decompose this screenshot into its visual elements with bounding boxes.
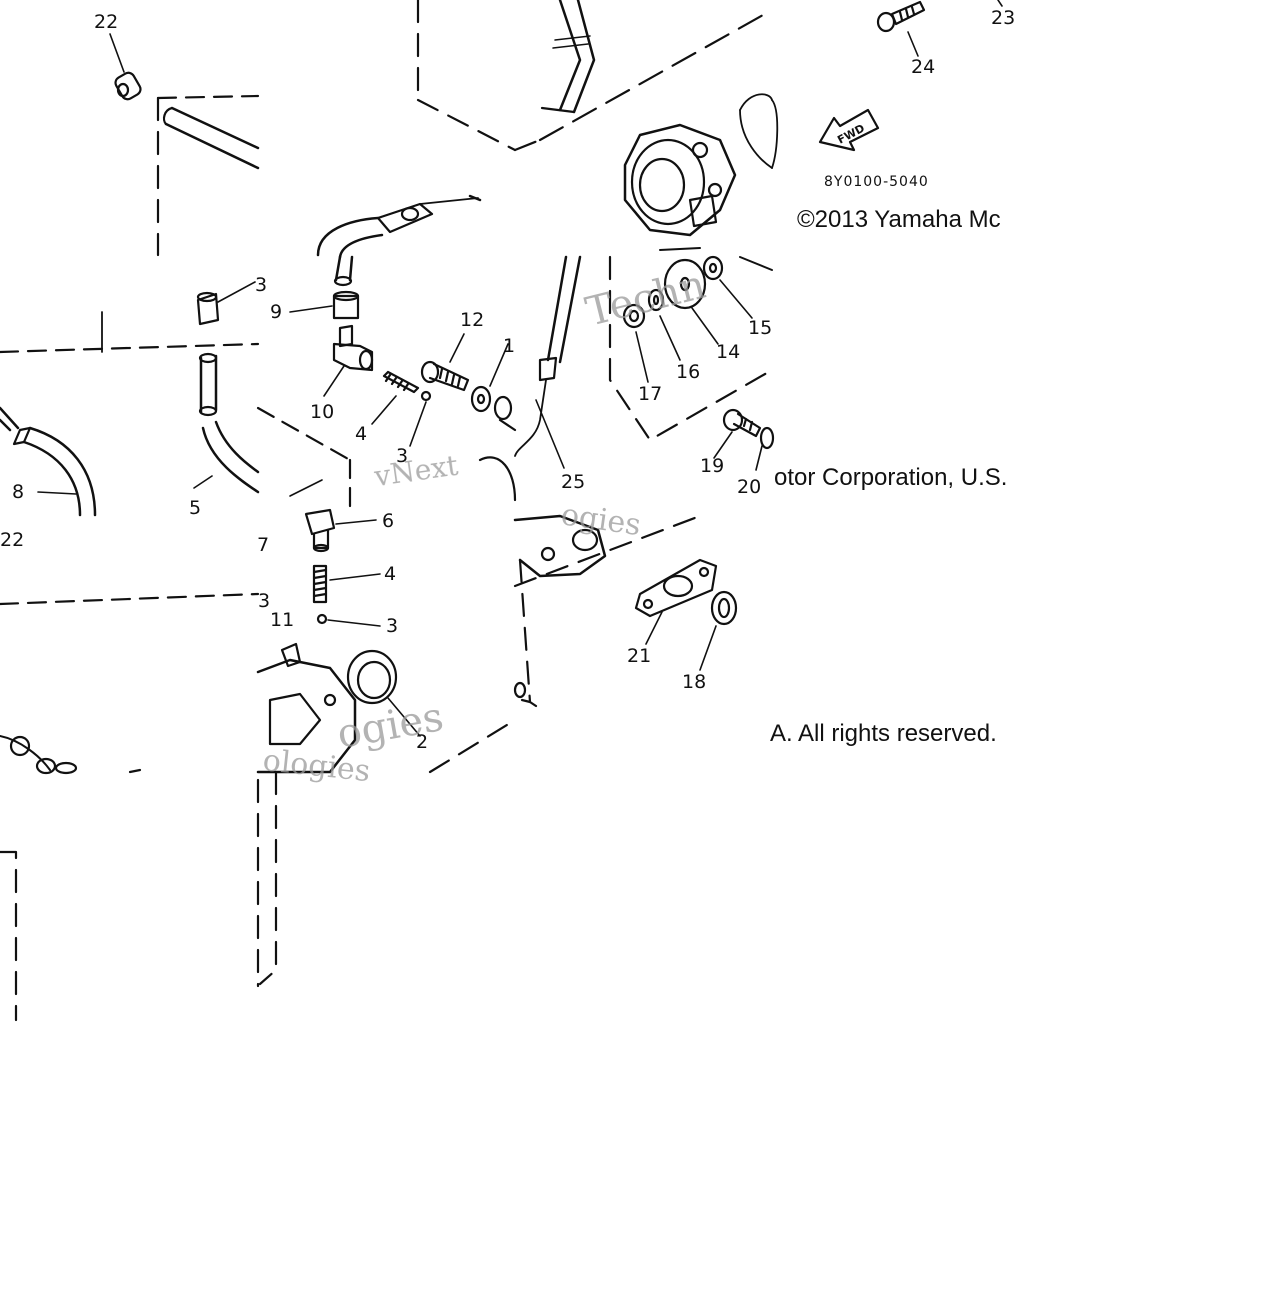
part-number-label: 7 bbox=[257, 534, 269, 556]
part-number-label: 4 bbox=[384, 563, 396, 585]
o-ring-18 bbox=[710, 590, 738, 626]
part-number-label: 2 bbox=[416, 731, 428, 753]
part-number-label: 10 bbox=[310, 401, 334, 423]
part-number-label: 3 bbox=[396, 445, 408, 467]
part-number-label: 6 bbox=[382, 510, 394, 532]
watermark-text: ogies bbox=[334, 694, 447, 758]
diaphragm-14 bbox=[663, 258, 707, 310]
hose-joint-9 bbox=[332, 290, 360, 320]
carburetor-cover bbox=[623, 123, 737, 237]
carburetor-body-lower bbox=[256, 642, 357, 774]
tile-top-right-b bbox=[771, 0, 1003, 169]
part-number-label: 9 bbox=[270, 301, 282, 323]
part-number-labels: 22 9 12 10 4 3 8 5 7 6 4 3 11 3 2 17 16 … bbox=[0, 7, 1015, 753]
part-number-label: 24 bbox=[911, 56, 935, 78]
part-number-label: 11 bbox=[270, 609, 294, 631]
watermark-text: vNext bbox=[371, 448, 460, 493]
part-number-label: 19 bbox=[700, 455, 724, 477]
fwd-arrow-icon bbox=[818, 108, 880, 152]
part-number-label: 3 bbox=[258, 590, 270, 612]
part-number-label: 25 bbox=[561, 471, 585, 493]
washer-15 bbox=[702, 255, 724, 281]
part-number-label: 21 bbox=[627, 645, 651, 667]
seal-2 bbox=[346, 649, 398, 705]
intake-flange bbox=[513, 514, 607, 578]
spring-4-lower bbox=[312, 564, 328, 604]
part-number-label: 1 bbox=[503, 335, 515, 357]
gasket-21 bbox=[634, 558, 718, 618]
copyright-line-3: A. All rights reserved. bbox=[770, 720, 997, 747]
washer-16 bbox=[647, 288, 665, 312]
nut-17 bbox=[622, 303, 646, 329]
part-number-label: 4 bbox=[355, 423, 367, 445]
drawing-code: 8Y0100-5040 bbox=[824, 174, 929, 190]
part-number-label: 23 bbox=[991, 7, 1015, 29]
part-number-label: 8 bbox=[12, 481, 24, 503]
part-number-label: 17 bbox=[638, 383, 662, 405]
part-number-label: 3 bbox=[255, 274, 267, 296]
bolt-19 bbox=[722, 408, 762, 438]
elbow-fitting-10 bbox=[332, 324, 374, 372]
part-number-label: 15 bbox=[748, 317, 772, 339]
tile-lower-left bbox=[0, 770, 278, 1022]
bottom-left-fittings bbox=[0, 735, 78, 775]
copyright-line-1: ©2013 Yamaha Mc bbox=[797, 206, 1001, 233]
tile-mid-right-a bbox=[514, 255, 775, 471]
tile-top-right-a bbox=[513, 0, 774, 251]
watermark-group: vNext Techn ogies ologies ogies bbox=[261, 262, 710, 789]
bolt-24 bbox=[876, 0, 926, 33]
part-number-label: 14 bbox=[716, 341, 740, 363]
tile-center bbox=[256, 255, 517, 517]
part-number-label: 20 bbox=[737, 476, 761, 498]
nut-22-mid bbox=[196, 291, 220, 326]
tile-top-middle bbox=[316, 0, 517, 259]
tile-top-left bbox=[109, 33, 260, 257]
watermark-text: Techn bbox=[581, 262, 710, 336]
tile-bottom-right-a bbox=[513, 514, 738, 708]
part-number-label: 5 bbox=[189, 497, 201, 519]
tile-mid-left bbox=[0, 281, 260, 517]
tile-bottom-center bbox=[256, 508, 517, 988]
screw-12 bbox=[420, 360, 470, 392]
fitting-6 bbox=[304, 508, 336, 553]
part-number-label: 3 bbox=[386, 615, 398, 637]
tile-bottom-left bbox=[0, 592, 260, 775]
part-number-label: 12 bbox=[460, 309, 484, 331]
washer-1 bbox=[470, 385, 492, 413]
nut-22-top bbox=[114, 71, 142, 101]
part-number-label: 16 bbox=[676, 361, 700, 383]
part-number-label: 22 bbox=[94, 11, 118, 33]
copyright-line-2: otor Corporation, U.S. bbox=[774, 464, 1008, 491]
part-number-label: 22 bbox=[0, 529, 24, 551]
part-number-label: 18 bbox=[682, 671, 706, 693]
spring-4-upper bbox=[382, 370, 420, 394]
watermark-text: ogies bbox=[559, 497, 643, 543]
